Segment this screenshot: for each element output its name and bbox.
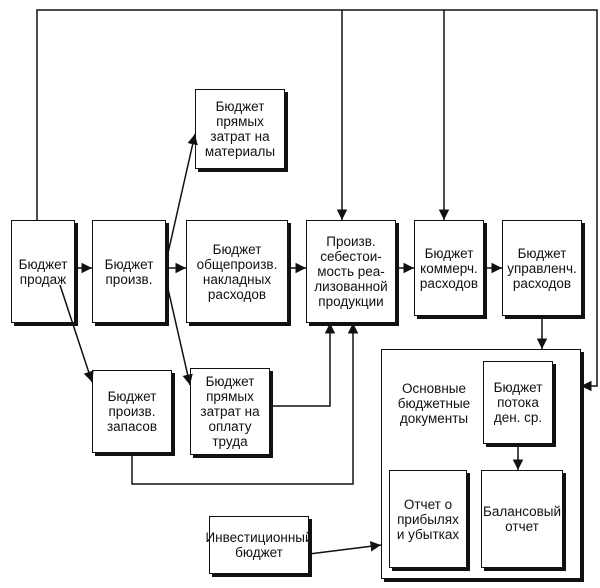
edge-labor-to-cogs <box>270 323 336 407</box>
admin-expenses-budget-node: Бюджет управленч. расходов <box>502 220 582 316</box>
investment-budget-node: Инвестиционный бюджет <box>205 516 313 574</box>
profit-loss-statement-node: Отчет о прибылях и убытках <box>389 470 467 568</box>
direct-materials-budget-node: Бюджет прямых затрат на материалы <box>195 89 285 169</box>
main-budget-documents-label: Основные бюджетные документы <box>397 381 471 426</box>
cash-flow-budget-node: Бюджет потока ден. ср. <box>483 361 553 444</box>
commercial-expenses-budget-node: Бюджет коммерч. расходов <box>414 220 484 316</box>
production-budget-node: Бюджет произв. <box>92 220 166 323</box>
cogs-node: Произв. себестои- мость реа- лизованной … <box>306 220 396 323</box>
balance-sheet-node: Балансовый отчет <box>481 470 563 568</box>
overhead-budget-node: Бюджет общепроизв. накладных расходов <box>186 220 288 323</box>
sales-budget-node: Бюджет продаж <box>11 220 75 323</box>
edge-investment-to-documents <box>308 541 382 555</box>
inventory-budget-node: Бюджет произв. запасов <box>92 370 172 453</box>
edge-sales-top-loop <box>36 9 598 392</box>
direct-labor-budget-node: Бюджет прямых затрат на оплату труда <box>190 368 270 455</box>
